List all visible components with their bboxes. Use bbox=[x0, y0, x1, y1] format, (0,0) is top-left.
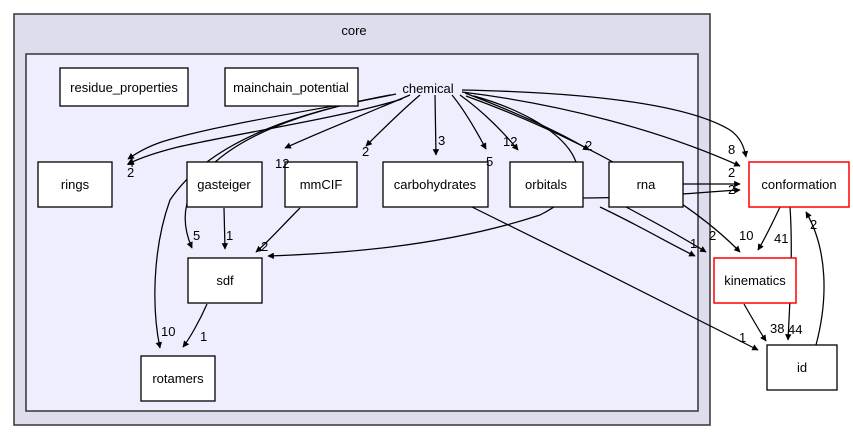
edge-carbohydrates-id bbox=[471, 206, 759, 351]
edge-chemical-rings-2 bbox=[127, 98, 403, 165]
edge-label: 2 bbox=[127, 165, 134, 180]
node-chemical[interactable]: chemical bbox=[402, 81, 453, 96]
edge-chemical-conformation-2 bbox=[461, 91, 741, 167]
edge-label: 41 bbox=[774, 231, 788, 246]
edge-label: 12 bbox=[275, 156, 289, 171]
node-label-sdf: sdf bbox=[216, 273, 234, 288]
cluster-core-inner bbox=[25, 53, 699, 412]
edge-chemical-mmcif bbox=[365, 94, 421, 147]
node-id[interactable]: id bbox=[766, 344, 838, 391]
edge-label: 8 bbox=[728, 142, 735, 157]
edge-label: 2 bbox=[728, 182, 735, 197]
edge-mmcif-sdf bbox=[255, 207, 301, 253]
edge-carbohydrates-kinematics bbox=[599, 206, 696, 257]
edge-rna-kinematics bbox=[625, 206, 707, 253]
node-label-residue_properties: residue_properties bbox=[70, 80, 178, 95]
edge-chemical-carbohydrates-5 bbox=[451, 94, 487, 150]
node-kinematics[interactable]: kinematics bbox=[713, 257, 797, 304]
node-label-gasteiger: gasteiger bbox=[197, 177, 251, 192]
edge-label: 5 bbox=[486, 154, 493, 169]
node-rotamers[interactable]: rotamers bbox=[140, 355, 216, 402]
edge-label: 4 bbox=[127, 155, 134, 170]
node-label-mainchain_potential: mainchain_potential bbox=[233, 80, 349, 95]
edge-label: 2 bbox=[709, 228, 716, 243]
edge-label: 2 bbox=[261, 239, 268, 254]
cluster-core-label: core bbox=[341, 23, 366, 38]
edge-sdf-rotamers bbox=[182, 303, 208, 348]
node-orbitals[interactable]: orbitals bbox=[509, 161, 584, 208]
node-label-carbohydrates: carbohydrates bbox=[394, 177, 477, 192]
node-label-chemical: chemical bbox=[402, 81, 453, 96]
node-sdf[interactable]: sdf bbox=[187, 257, 263, 304]
edge-label: 1 bbox=[690, 236, 697, 251]
node-conformation[interactable]: conformation bbox=[748, 161, 850, 208]
node-label-mmCIF: mmCIF bbox=[300, 177, 343, 192]
node-rings[interactable]: rings bbox=[37, 161, 113, 208]
node-rna[interactable]: rna bbox=[608, 161, 684, 208]
edge-label: 12 bbox=[503, 134, 517, 149]
node-mmCIF[interactable]: mmCIF bbox=[284, 161, 358, 208]
node-label-kinematics: kinematics bbox=[724, 273, 786, 288]
edge-layer bbox=[127, 89, 825, 351]
edge-chemical-carbohydrates bbox=[432, 94, 440, 156]
edge-chemical-orbitals bbox=[459, 94, 519, 151]
edge-label-layer: 4 2 12 2 3 5 12 2 8 2 2 5 1 2 10 1 1 2 1… bbox=[127, 133, 817, 345]
node-label-rotamers: rotamers bbox=[152, 371, 204, 386]
edge-label: 38 bbox=[770, 321, 784, 336]
edge-label: 2 bbox=[362, 144, 369, 159]
edge-label: 2 bbox=[585, 138, 592, 153]
node-residue_properties[interactable]: residue_properties bbox=[59, 67, 189, 107]
edge-id-conformation bbox=[805, 211, 825, 346]
node-label-orbitals: orbitals bbox=[525, 177, 567, 192]
edge-label: 2 bbox=[810, 217, 817, 232]
edge-label: 1 bbox=[226, 228, 233, 243]
edge-label: 1 bbox=[739, 330, 746, 345]
node-gasteiger[interactable]: gasteiger bbox=[186, 161, 263, 208]
node-label-conformation: conformation bbox=[761, 177, 836, 192]
edge-chemical-conformation bbox=[461, 89, 749, 158]
node-label-id: id bbox=[797, 360, 807, 375]
node-label-rna: rna bbox=[637, 177, 657, 192]
edge-chemical-sdf bbox=[267, 95, 579, 260]
node-label-rings: rings bbox=[61, 177, 90, 192]
edge-label: 1 bbox=[200, 329, 207, 344]
node-mainchain_potential[interactable]: mainchain_potential bbox=[224, 67, 359, 107]
edge-kinematics-id bbox=[743, 303, 767, 342]
edge-label: 10 bbox=[161, 324, 175, 339]
edge-label: 2 bbox=[728, 165, 735, 180]
node-layer: residue_properties mainchain_potential c… bbox=[37, 67, 850, 402]
edge-conformation-kinematics bbox=[757, 206, 781, 251]
edge-label: 5 bbox=[193, 228, 200, 243]
node-carbohydrates[interactable]: carbohydrates bbox=[382, 161, 489, 208]
edge-label: 3 bbox=[438, 133, 445, 148]
edge-label: 10 bbox=[739, 228, 753, 243]
edge-chemical-gasteiger bbox=[284, 94, 411, 149]
edge-gasteiger-sdf bbox=[221, 207, 229, 250]
edge-label: 44 bbox=[788, 322, 802, 337]
